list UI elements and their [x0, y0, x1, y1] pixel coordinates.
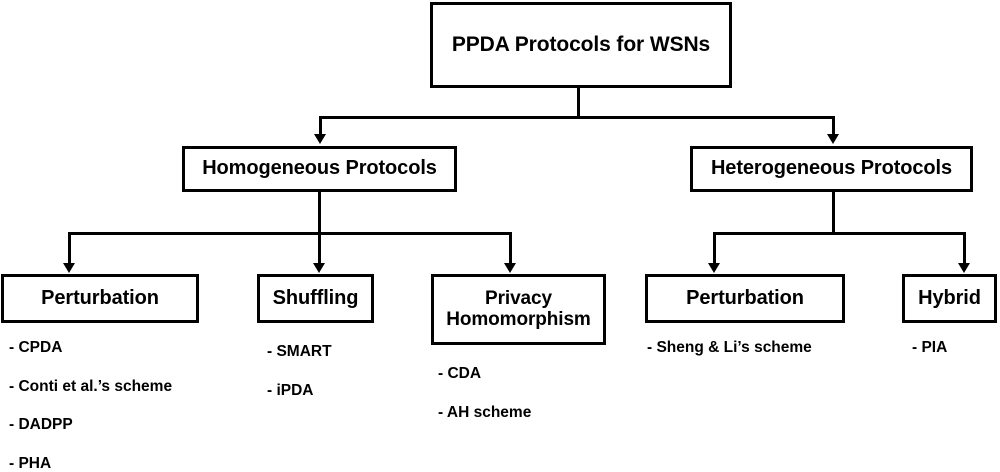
node-hybrid-label: Hybrid [918, 286, 981, 309]
node-privacy-homomorphism-label: Privacy Homomorphism [440, 287, 596, 330]
connector-to-privacy-homomorphism [509, 232, 512, 265]
list-item: - Sheng & Li’s scheme [647, 339, 812, 356]
list-item: - PHA [9, 454, 52, 472]
list-item: - AH scheme [438, 403, 532, 421]
arrow-head-to-homogeneous [314, 134, 326, 144]
list-item: - CPDA [9, 339, 63, 356]
list-item: - SMART [267, 343, 332, 360]
connector-homogeneous-stem [318, 191, 321, 235]
arrow-head-to-shuffling [313, 263, 325, 273]
node-heterogeneous-protocols[interactable]: Heterogeneous Protocols [690, 146, 973, 192]
node-privacy-homomorphism-line2: Homomorphism [446, 308, 591, 330]
node-root-label: PPDA Protocols for WSNs [451, 32, 711, 56]
connector-to-hybrid [963, 232, 966, 265]
node-perturbation-homogeneous-label: Perturbation [41, 286, 159, 309]
connector-to-shuffling [318, 232, 321, 265]
node-perturbation-homogeneous[interactable]: Perturbation [1, 274, 199, 323]
connector-to-perturbation-e [713, 232, 716, 265]
node-hybrid[interactable]: Hybrid [902, 274, 997, 323]
arrow-head-to-perturbation-e [708, 263, 720, 273]
connector-heterogeneous-bar [713, 232, 966, 235]
node-privacy-homomorphism-line1: Privacy [485, 287, 552, 309]
connector-homogeneous-bar [68, 232, 512, 235]
arrow-head-to-privacy-homomorphism [504, 263, 516, 273]
connector-root-stem [577, 88, 580, 119]
list-item: - PIA [912, 339, 948, 356]
arrow-head-to-perturbation-h [63, 263, 75, 273]
list-item: - DADPP [9, 416, 73, 433]
connector-to-perturbation-h [68, 232, 71, 265]
arrow-head-to-hybrid [958, 263, 970, 273]
list-item: - Conti et al.’s scheme [9, 377, 173, 395]
connector-level1-bar [319, 116, 835, 119]
connector-to-homogeneous [319, 116, 322, 136]
connector-heterogeneous-stem [832, 191, 835, 235]
connector-to-heterogeneous [832, 116, 835, 136]
node-perturbation-heterogeneous-label: Perturbation [686, 286, 804, 309]
leaf-list-shuffling: - SMART - iPDA [267, 344, 332, 398]
leaf-list-perturbation-heterogeneous: - Sheng & Li’s scheme [647, 340, 812, 356]
leaf-list-privacy-homomorphism: - CDA - AH scheme [438, 366, 531, 420]
node-homogeneous-protocols-label: Homogeneous Protocols [202, 157, 437, 180]
leaf-list-perturbation-homogeneous: - CPDA - Conti et al.’s scheme - DADPP -… [9, 340, 172, 471]
node-shuffling[interactable]: Shuffling [257, 274, 374, 323]
node-perturbation-heterogeneous[interactable]: Perturbation [645, 274, 845, 323]
node-homogeneous-protocols[interactable]: Homogeneous Protocols [182, 146, 457, 192]
list-item: - iPDA [267, 381, 314, 399]
leaf-list-hybrid: - PIA [912, 340, 947, 356]
node-root[interactable]: PPDA Protocols for WSNs [430, 2, 732, 88]
node-heterogeneous-protocols-label: Heterogeneous Protocols [710, 157, 953, 180]
arrow-head-to-heterogeneous [827, 134, 839, 144]
node-shuffling-label: Shuffling [272, 286, 359, 309]
node-privacy-homomorphism[interactable]: Privacy Homomorphism [431, 274, 606, 345]
list-item: - CDA [438, 365, 482, 382]
